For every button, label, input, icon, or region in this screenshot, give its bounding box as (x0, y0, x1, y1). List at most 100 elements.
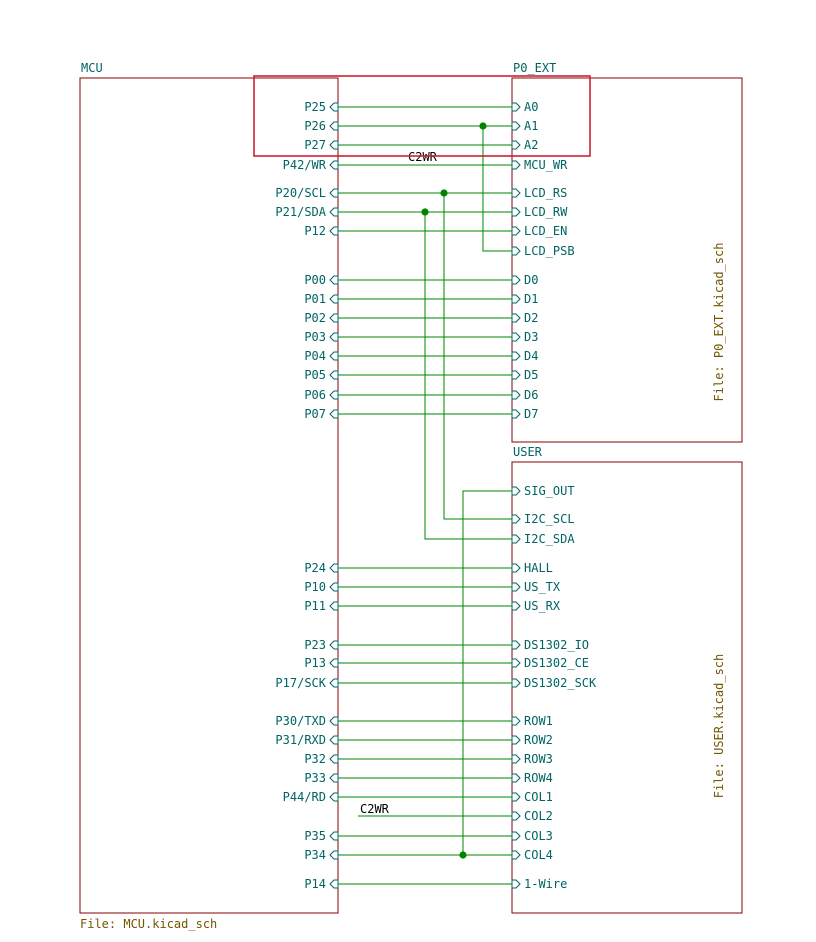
p0-ext-pin-d5-label: D5 (524, 368, 538, 382)
p0-ext-pin-lcd-rs-shape[interactable] (511, 188, 521, 198)
mcu-pin-p25-shape[interactable] (329, 102, 339, 112)
user-pin-ds1302-sck-shape[interactable] (511, 678, 521, 688)
mcu-pin-p06-shape[interactable] (329, 390, 339, 400)
wires-layer (330, 106, 512, 885)
user-pin-i2c-sda-shape[interactable] (511, 534, 521, 544)
mcu-pin-p14-shape[interactable] (329, 879, 339, 889)
net-label-c2wr-top[interactable]: C2WR (408, 150, 438, 164)
mcu-pin-p26-shape[interactable] (329, 121, 339, 131)
p0-ext-pin-lcd-en-label: LCD_EN (524, 224, 567, 238)
p0-ext-pin-d1-label: D1 (524, 292, 538, 306)
user-pin-row2-shape[interactable] (511, 735, 521, 745)
user-pin-us-tx-label: US_TX (524, 580, 561, 594)
p0-ext-pin-d2-shape[interactable] (511, 313, 521, 323)
mcu-pin-p00-shape[interactable] (329, 275, 339, 285)
user-pin-col1-shape[interactable] (511, 792, 521, 802)
p0-ext-pin-a2-label: A2 (524, 138, 538, 152)
user-pin-row3-label: ROW3 (524, 752, 553, 766)
user-pin-1-wire-shape[interactable] (511, 879, 521, 889)
mcu-pin-p27-shape[interactable] (329, 140, 339, 150)
p0-ext-pin-d7-shape[interactable] (511, 409, 521, 419)
mcu-pin-p32-shape[interactable] (329, 754, 339, 764)
p0-ext-pin-a0-shape[interactable] (511, 102, 521, 112)
p0-ext-pin-lcd-psb-label: LCD_PSB (524, 244, 575, 258)
user-pin-hall-label: HALL (524, 561, 553, 575)
p0-ext-pin-lcd-rw-shape[interactable] (511, 207, 521, 217)
mcu-pin-p10-shape[interactable] (329, 582, 339, 592)
mcu-pin-p20-scl-shape[interactable] (329, 188, 339, 198)
mcu-pin-p17-sck-label: P17/SCK (275, 676, 326, 690)
user-pin-sig-out-shape[interactable] (511, 486, 521, 496)
p0-ext-pin-a2-shape[interactable] (511, 140, 521, 150)
sheet-p0_ext-border[interactable] (511, 77, 743, 443)
mcu-pin-p21-sda-label: P21/SDA (275, 205, 326, 219)
mcu-pin-p35-shape[interactable] (329, 831, 339, 841)
mcu-pin-p05-shape[interactable] (329, 370, 339, 380)
mcu-pin-p11-shape[interactable] (329, 601, 339, 611)
user-pin-row3-shape[interactable] (511, 754, 521, 764)
mcu-pin-p17-sck-shape[interactable] (329, 678, 339, 688)
mcu-pin-p21-sda-shape[interactable] (329, 207, 339, 217)
net-label-c2wr-bottom[interactable]: C2WR (360, 802, 390, 816)
mcu-pin-p02-shape[interactable] (329, 313, 339, 323)
p0-ext-pin-lcd-en-shape[interactable] (511, 226, 521, 236)
user-pin-ds1302-io-shape[interactable] (511, 640, 521, 650)
mcu-pin-p30-txd-shape[interactable] (329, 716, 339, 726)
mcu-pin-p04-label: P04 (304, 349, 326, 363)
p0-ext-pin-d1-shape[interactable] (511, 294, 521, 304)
mcu-pin-p07-shape[interactable] (329, 409, 339, 419)
wire-scl-to-i2c-scl[interactable] (443, 193, 512, 520)
user-pin-us-rx-shape[interactable] (511, 601, 521, 611)
wire-sda-to-i2c-sda[interactable] (424, 212, 512, 540)
wire-a1-to-lcd-psb[interactable] (482, 126, 512, 252)
mcu-pin-p23-shape[interactable] (329, 640, 339, 650)
mcu-pin-p34-shape[interactable] (329, 850, 339, 860)
user-pin-us-tx-shape[interactable] (511, 582, 521, 592)
mcu-pin-p12-shape[interactable] (329, 226, 339, 236)
p0-ext-pin-d6-shape[interactable] (511, 390, 521, 400)
mcu-pin-p01-shape[interactable] (329, 294, 339, 304)
p0-ext-pin-a1-shape[interactable] (511, 121, 521, 131)
mcu-pin-p44-rd-shape[interactable] (329, 792, 339, 802)
user-pin-ds1302-ce-shape[interactable] (511, 658, 521, 668)
mcu-pin-p31-rxd-shape[interactable] (329, 735, 339, 745)
mcu-pin-p03-shape[interactable] (329, 332, 339, 342)
mcu-pin-p04-shape[interactable] (329, 351, 339, 361)
user-pin-hall-shape[interactable] (511, 563, 521, 573)
p0-ext-pin-d4-shape[interactable] (511, 351, 521, 361)
wire-col4-to-sig-out[interactable] (462, 490, 512, 855)
user-pin-row1-shape[interactable] (511, 716, 521, 726)
sheet-mcu-border[interactable] (79, 77, 339, 914)
mcu-pin-p31-rxd-label: P31/RXD (275, 733, 326, 747)
user-pin-col1-label: COL1 (524, 790, 553, 804)
mcu-pin-p24-shape[interactable] (329, 563, 339, 573)
mcu-pin-p06-label: P06 (304, 388, 326, 402)
user-pin-row2-label: ROW2 (524, 733, 553, 747)
mcu-pin-p42-wr-shape[interactable] (329, 160, 339, 170)
user-pin-ds1302-io-label: DS1302_IO (524, 638, 589, 652)
sheets-layer (79, 77, 743, 914)
mcu-pin-p05-label: P05 (304, 368, 326, 382)
p0-ext-pin-d2-label: D2 (524, 311, 538, 325)
user-pin-i2c-scl-shape[interactable] (511, 514, 521, 524)
mcu-pin-p24-label: P24 (304, 561, 326, 575)
mcu-pin-p20-scl-label: P20/SCL (275, 186, 326, 200)
p0-ext-pin-d0-shape[interactable] (511, 275, 521, 285)
p0-ext-pin-a1-label: A1 (524, 119, 538, 133)
p0-ext-pin-mcu-wr-shape[interactable] (511, 160, 521, 170)
mcu-pin-p44-rd-label: P44/RD (283, 790, 326, 804)
p0-ext-pin-d3-shape[interactable] (511, 332, 521, 342)
mcu-pin-p13-shape[interactable] (329, 658, 339, 668)
mcu-pin-p27-label: P27 (304, 138, 326, 152)
user-pin-col2-shape[interactable] (511, 811, 521, 821)
p0-ext-pin-lcd-rw-label: LCD_RW (524, 205, 568, 219)
p0-ext-pin-lcd-psb-shape[interactable] (511, 246, 521, 256)
user-pin-col4-shape[interactable] (511, 850, 521, 860)
user-pin-row4-shape[interactable] (511, 773, 521, 783)
user-pin-col3-shape[interactable] (511, 831, 521, 841)
mcu-pin-p33-shape[interactable] (329, 773, 339, 783)
p0-ext-pin-d5-shape[interactable] (511, 370, 521, 380)
mcu-pin-p23-label: P23 (304, 638, 326, 652)
mcu-pin-p10-label: P10 (304, 580, 326, 594)
